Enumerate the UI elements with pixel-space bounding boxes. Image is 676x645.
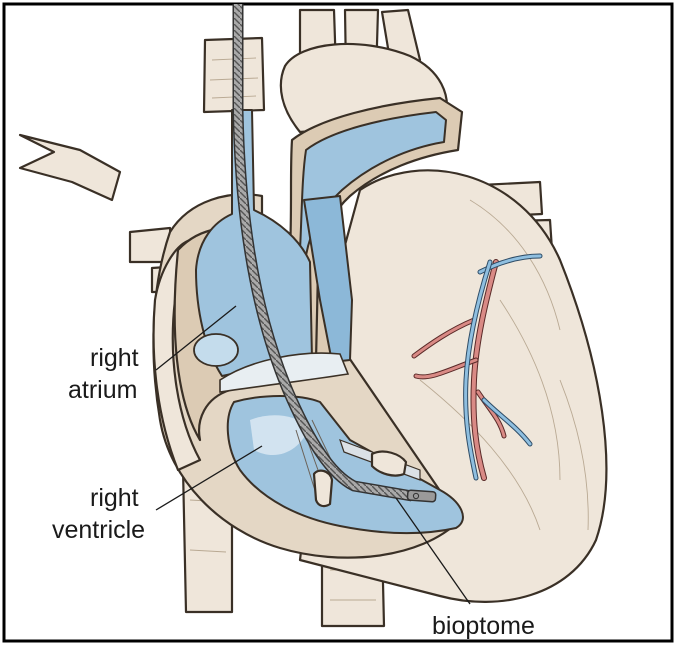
right-atrium-label-line1: right xyxy=(90,344,139,372)
right-atrium-label-line2: atrium xyxy=(68,376,137,404)
bioptome-label: bioptome xyxy=(432,612,535,640)
right-ventricle-label-line2: ventricle xyxy=(52,516,145,544)
right-ventricle-label-line1: right xyxy=(90,484,139,512)
